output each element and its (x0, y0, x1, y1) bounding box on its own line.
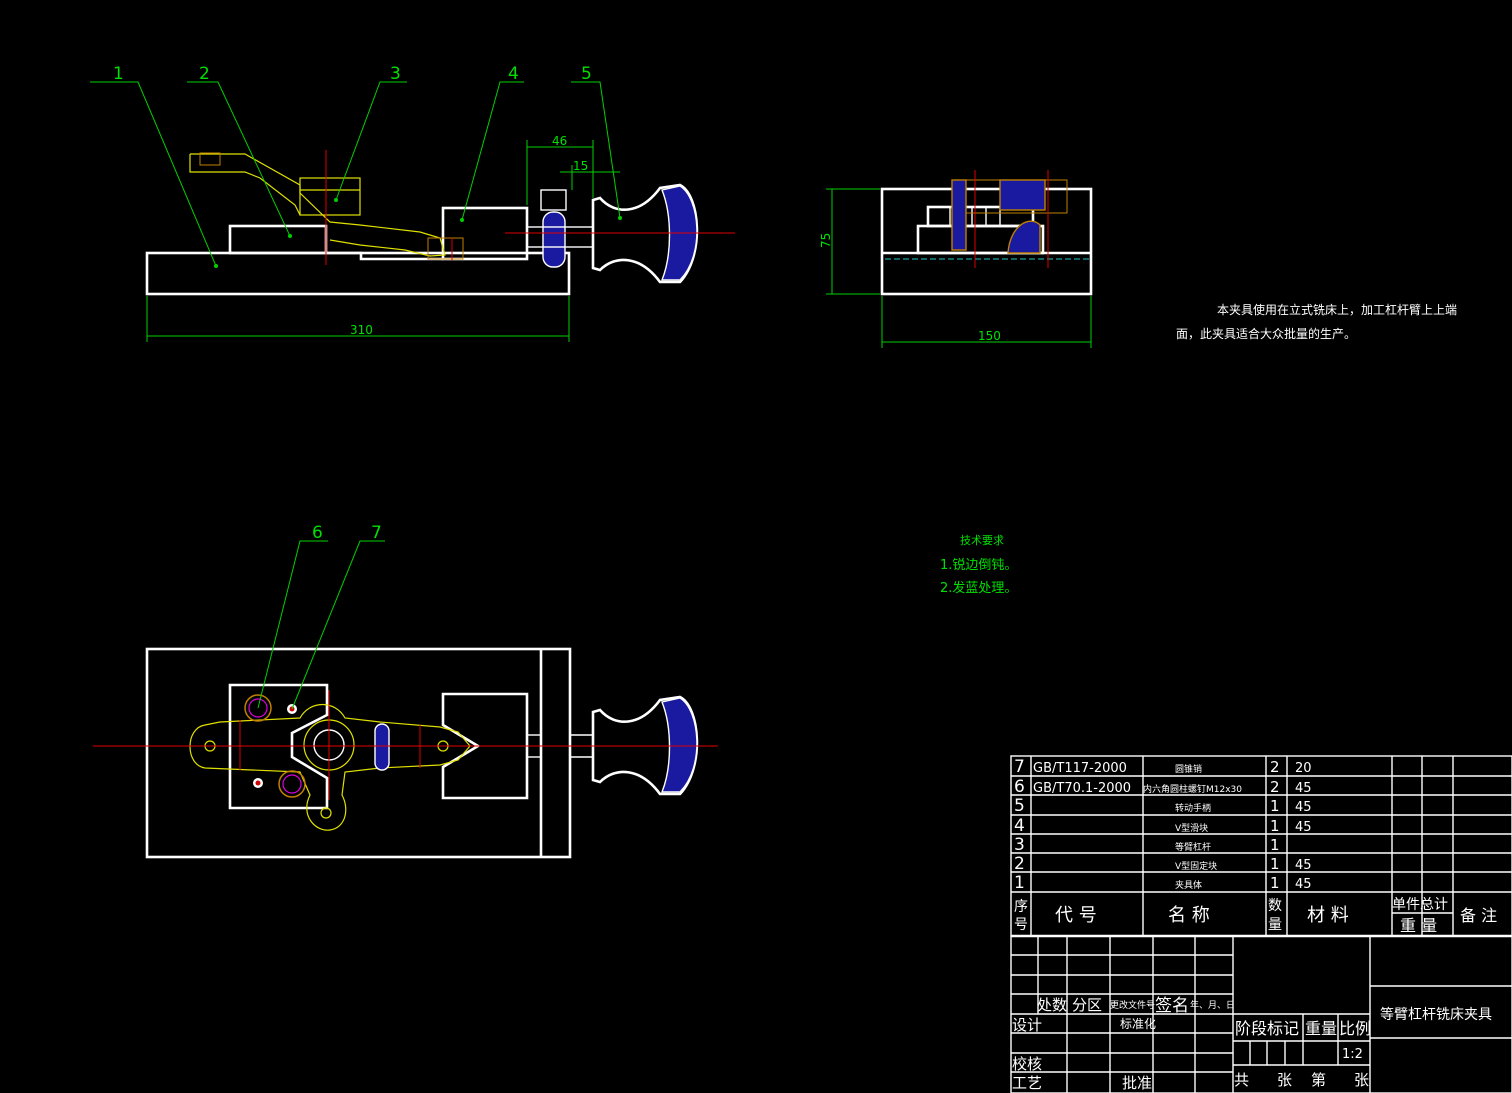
bom-row-code: GB/T70.1-2000 (1033, 781, 1131, 796)
hdr-mat: 材 料 (1307, 905, 1349, 926)
tb-scale: 1:2 (1342, 1047, 1363, 1062)
title-block: 处数 分区 更改文件号 签名 年、月、日 设计 标准化 阶段标记 重量 比例 1… (1011, 936, 1512, 1093)
top-view: 6 7 (93, 523, 718, 859)
dim-46: 46 (552, 134, 567, 148)
tb-jieduan: 阶段标记 (1235, 1019, 1299, 1038)
tb-gong: 共 (1234, 1071, 1249, 1089)
rotating-handle-top (591, 695, 699, 796)
tb-jiaohe: 校核 (1012, 1055, 1042, 1073)
dim-310: 310 (350, 323, 373, 337)
balloon-5: 5 (581, 64, 592, 84)
dim-150: 150 (978, 329, 1001, 343)
bom-row-qty: 1 (1270, 797, 1280, 815)
tech-item-1: 1.锐边倒钝。 (940, 558, 1017, 573)
bom-row-qty: 2 (1270, 778, 1280, 796)
tb-genggai: 更改文件号 (1110, 999, 1155, 1011)
hdr-weight: 重 量 (1400, 916, 1437, 935)
bom-row-material: 45 (1295, 877, 1312, 892)
bom-row-name: 转动手柄 (1175, 802, 1211, 814)
balloon-4: 4 (508, 64, 519, 84)
side-body (880, 187, 1093, 296)
bom-row-name: 等臂杠杆 (1175, 841, 1211, 853)
bom-row-qty: 1 (1270, 855, 1280, 873)
drawing-name: 等臂杠杆铣床夹具 (1380, 1006, 1492, 1023)
side-view: 75 150 (819, 170, 1093, 348)
bom-row-qty: 1 (1270, 817, 1280, 835)
balloon-2: 2 (199, 64, 210, 84)
lever-top (189, 704, 471, 831)
bom-row-no: 5 (1014, 796, 1025, 816)
tb-nianyueri: 年、月、日 (1190, 999, 1235, 1011)
bom-row-qty: 1 (1270, 874, 1280, 892)
bom-row-no: 1 (1014, 873, 1025, 893)
hdr-remark: 备 注 (1460, 906, 1497, 925)
hdr-code: 代 号 (1055, 905, 1097, 926)
tb-qianming: 签名 (1155, 996, 1189, 1016)
balloon-7: 7 (371, 523, 382, 543)
tb-bili: 比例 (1339, 1019, 1371, 1038)
tb-pizhun: 批准 (1122, 1074, 1152, 1092)
technical-requirements: 技术要求 1.锐边倒钝。 2.发蓝处理。 (940, 534, 1017, 596)
top-body (145, 647, 572, 859)
tb-zhang-2: 张 (1354, 1071, 1369, 1089)
screws-and-pins (244, 694, 306, 798)
bom-row-no: 2 (1014, 854, 1025, 874)
bom-row-material: 20 (1295, 761, 1312, 776)
bom-row-material: 45 (1295, 800, 1312, 815)
bom-row-no: 6 (1014, 777, 1025, 797)
note-line-1: 本夹具使用在立式铣床上，加工杠杆臂上上端 (1217, 302, 1457, 317)
tb-zhongliang: 重量 (1305, 1019, 1337, 1038)
balloon-leaders-front: 1 2 3 4 5 (90, 64, 622, 268)
bom-row-qty: 2 (1270, 758, 1280, 776)
balloon-3: 3 (390, 64, 401, 84)
hdr-qty-2: 量 (1268, 917, 1282, 933)
tb-fenqu: 分区 (1072, 996, 1102, 1014)
lever-arm (189, 152, 464, 260)
tb-chushu: 处数 (1037, 996, 1067, 1014)
bom-row-no: 3 (1014, 835, 1025, 855)
balloon-1: 1 (113, 64, 124, 84)
bom-row-no: 4 (1014, 816, 1025, 836)
note-line-2: 面，此夹具适合大众批量的生产。 (1176, 326, 1356, 341)
dim-15: 15 (573, 159, 588, 173)
bom-row-name: V型滑块 (1175, 822, 1208, 834)
tb-biaozhunhua: 标准化 (1120, 1017, 1156, 1031)
hdr-single-total: 单件总计 (1392, 897, 1448, 913)
dim-75: 75 (819, 233, 833, 248)
bom-row-name: 圆锥销 (1175, 763, 1202, 775)
v-fixed-block (228, 224, 328, 255)
bom-row-no: 7 (1014, 757, 1025, 777)
bom-row-qty: 1 (1270, 836, 1280, 854)
bom-row-name: 内六角圆柱螺钉M12x30 (1143, 783, 1242, 795)
tb-di: 第 (1311, 1071, 1326, 1089)
tech-title: 技术要求 (960, 534, 1004, 547)
hdr-no-2: 号 (1014, 917, 1028, 933)
front-dimensions: 46 15 310 (146, 134, 620, 342)
bom-row-name: 夹具体 (1175, 879, 1202, 891)
bom-table: 7 GB/T117-2000 圆锥销 2 20 6 GB/T70.1-2000 内六角圆柱螺钉… (1010, 755, 1512, 1093)
bom-row-material: 45 (1295, 820, 1312, 835)
tb-gongyi: 工艺 (1012, 1074, 1042, 1092)
hdr-name: 名 称 (1168, 905, 1210, 926)
tech-item-2: 2.发蓝处理。 (940, 580, 1017, 596)
bom-row-material: 45 (1295, 858, 1312, 873)
tb-zhang-1: 张 (1277, 1071, 1292, 1089)
bom-row-material: 45 (1295, 781, 1312, 796)
tb-sheji: 设计 (1012, 1016, 1042, 1034)
balloon-6: 6 (312, 523, 323, 543)
hdr-no-1: 序 (1014, 899, 1028, 915)
bom-row-code: GB/T117-2000 (1033, 761, 1127, 776)
bom-row-name: V型固定块 (1175, 860, 1217, 872)
hdr-qty-1: 数 (1268, 898, 1282, 914)
front-view: 1 2 3 4 5 46 15 310 (90, 64, 735, 342)
